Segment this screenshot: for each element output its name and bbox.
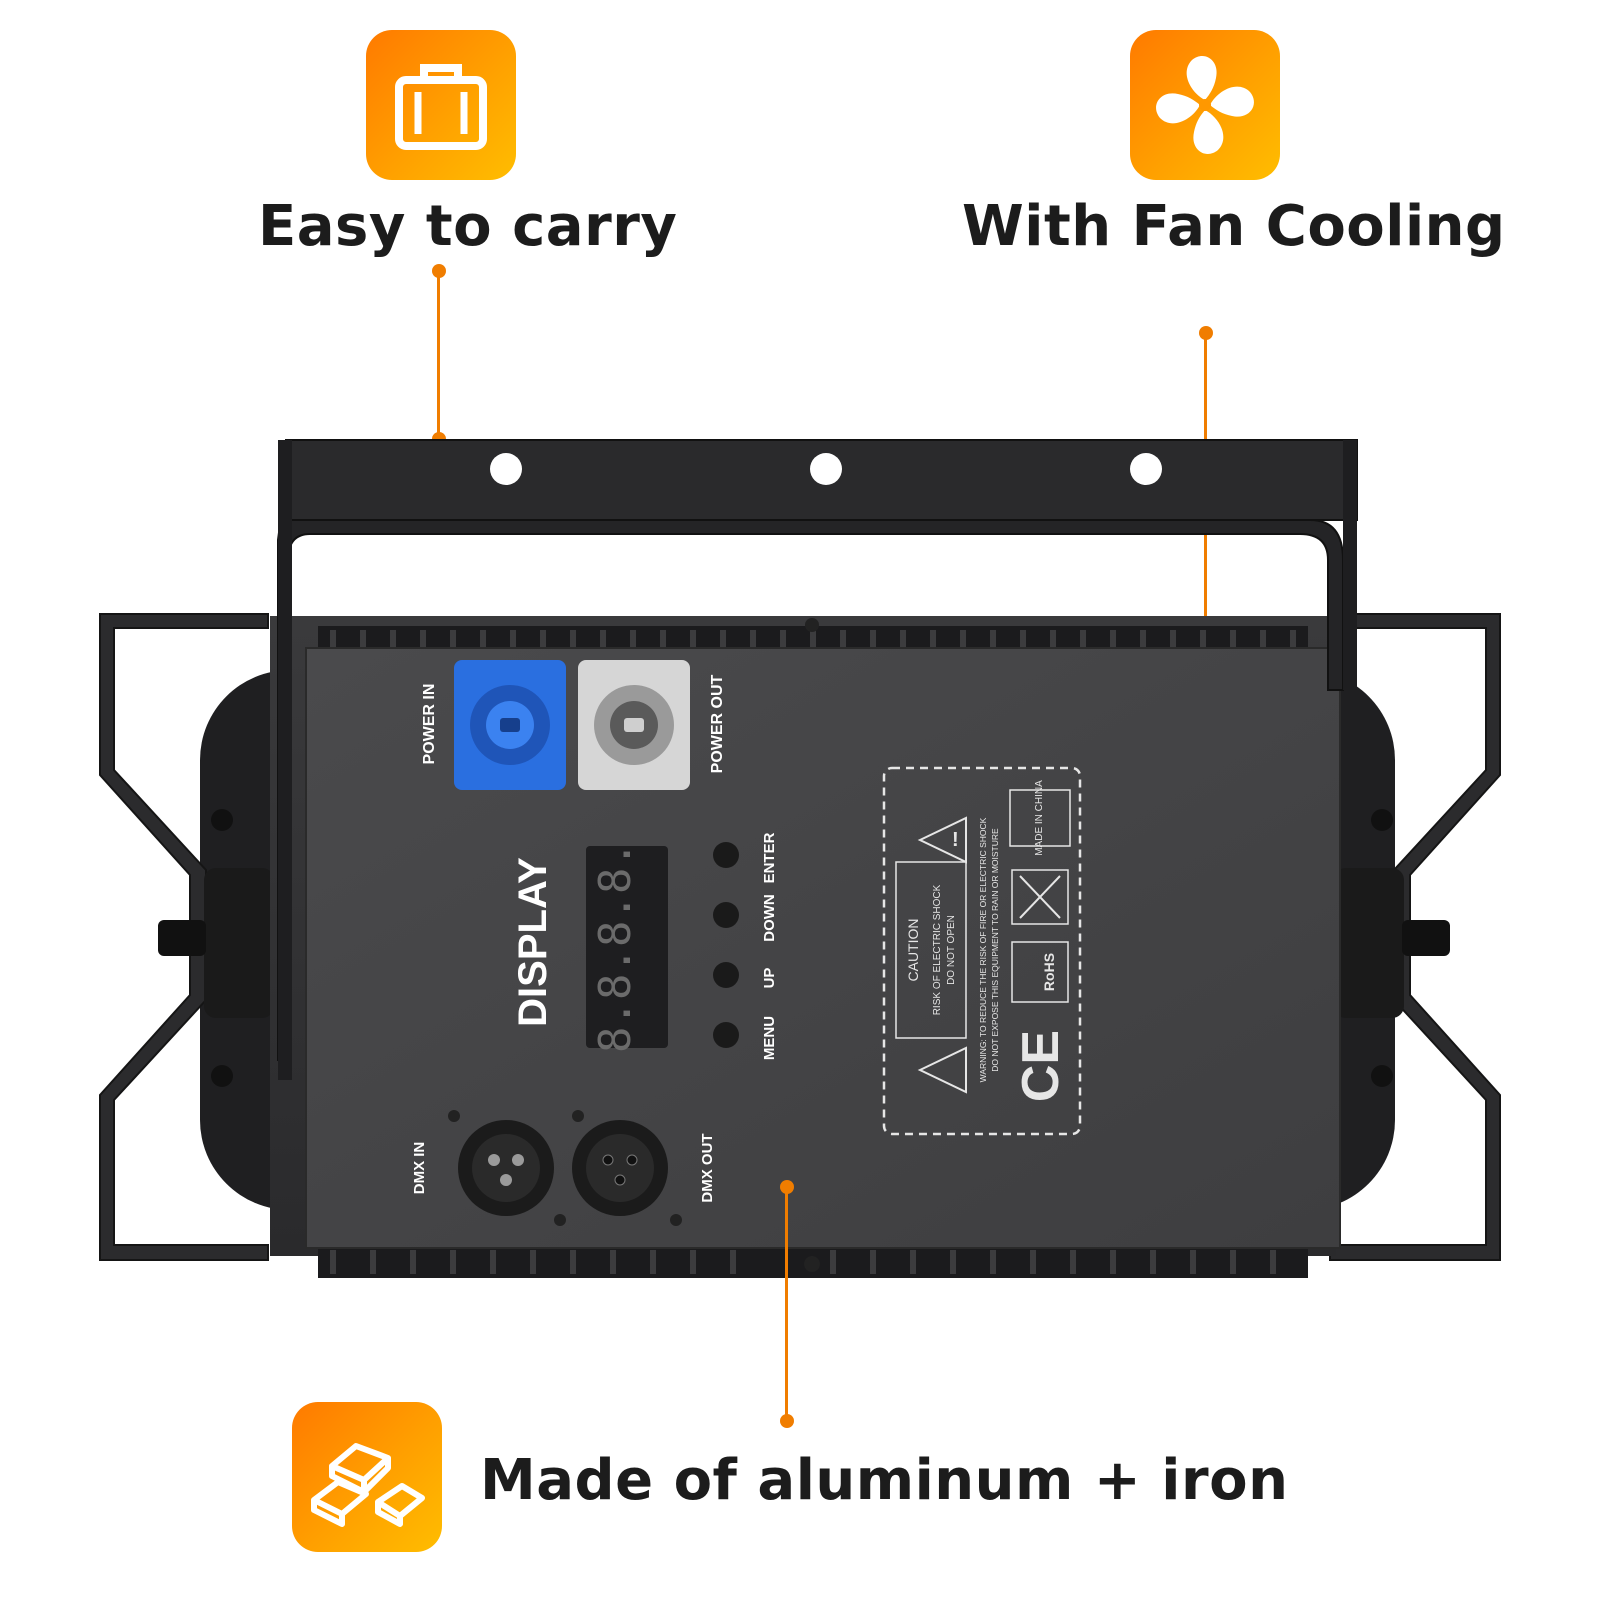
material-leader-line xyxy=(785,1187,788,1421)
dmx-in-label: DMX IN xyxy=(411,1142,428,1195)
up-button xyxy=(713,962,739,988)
bracket-hole xyxy=(810,453,842,485)
rohs-badge xyxy=(1011,941,1069,1003)
made-in-china: MADE IN CHINA xyxy=(1034,780,1045,856)
caution-line2: DO NOT OPEN xyxy=(946,915,957,985)
carry-feature-icon-tile xyxy=(366,30,516,180)
dmx-out-label: DMX OUT xyxy=(699,1133,716,1202)
bracket-hole xyxy=(490,453,522,485)
power-out-label: POWER OUT xyxy=(709,674,726,773)
material-feature-label: Made of aluminum + iron xyxy=(480,1448,1289,1513)
menu-button xyxy=(713,1022,739,1048)
carry-leader-line xyxy=(437,271,440,439)
up-label: UP xyxy=(761,968,778,989)
warning-line2: DO NOT EXPOSE THIS EQUIPMENT TO RAIN OR … xyxy=(990,828,1000,1072)
caution-title: CAUTION xyxy=(905,919,921,982)
enter-label: ENTER xyxy=(761,832,778,883)
material-feature-icon-tile xyxy=(292,1402,442,1552)
shock-triangle-icon xyxy=(917,1046,967,1094)
power-in-label: POWER IN xyxy=(421,684,438,765)
fan-feature-label: With Fan Cooling xyxy=(962,194,1506,259)
warning-triangle-icon xyxy=(917,816,967,864)
fan-leader-line xyxy=(1204,333,1207,803)
display-digits: 8.8.8.8. xyxy=(590,841,641,1053)
warning-label-area xyxy=(882,766,1082,1136)
down-button xyxy=(713,902,739,928)
menu-label: MENU xyxy=(761,1016,778,1060)
svg-text:!: ! xyxy=(952,829,959,851)
fan-icon xyxy=(1156,56,1254,154)
fan-feature-icon-tile xyxy=(1130,30,1280,180)
right-knob xyxy=(1334,868,1404,1018)
segment-display xyxy=(586,846,668,1048)
carry-feature-label: Easy to carry xyxy=(258,194,678,259)
briefcase-icon xyxy=(395,64,487,150)
warning-line1: WARNING: TO REDUCE THE RISK OF FIRE OR E… xyxy=(978,817,988,1082)
metal-ingot-icon xyxy=(311,1443,425,1527)
enter-button xyxy=(713,842,739,868)
down-label: DOWN xyxy=(761,894,778,942)
display-title: DISPLAY xyxy=(511,857,555,1027)
bracket-hole xyxy=(1130,453,1162,485)
left-knob xyxy=(204,868,274,1018)
material-leader-dot-bottom xyxy=(780,1414,794,1428)
rohs-label: RoHS xyxy=(1041,953,1057,991)
ce-mark: CE xyxy=(1012,1030,1070,1102)
weee-icon xyxy=(1011,869,1069,925)
caution-line1: RISK OF ELECTRIC SHOCK xyxy=(932,884,943,1015)
